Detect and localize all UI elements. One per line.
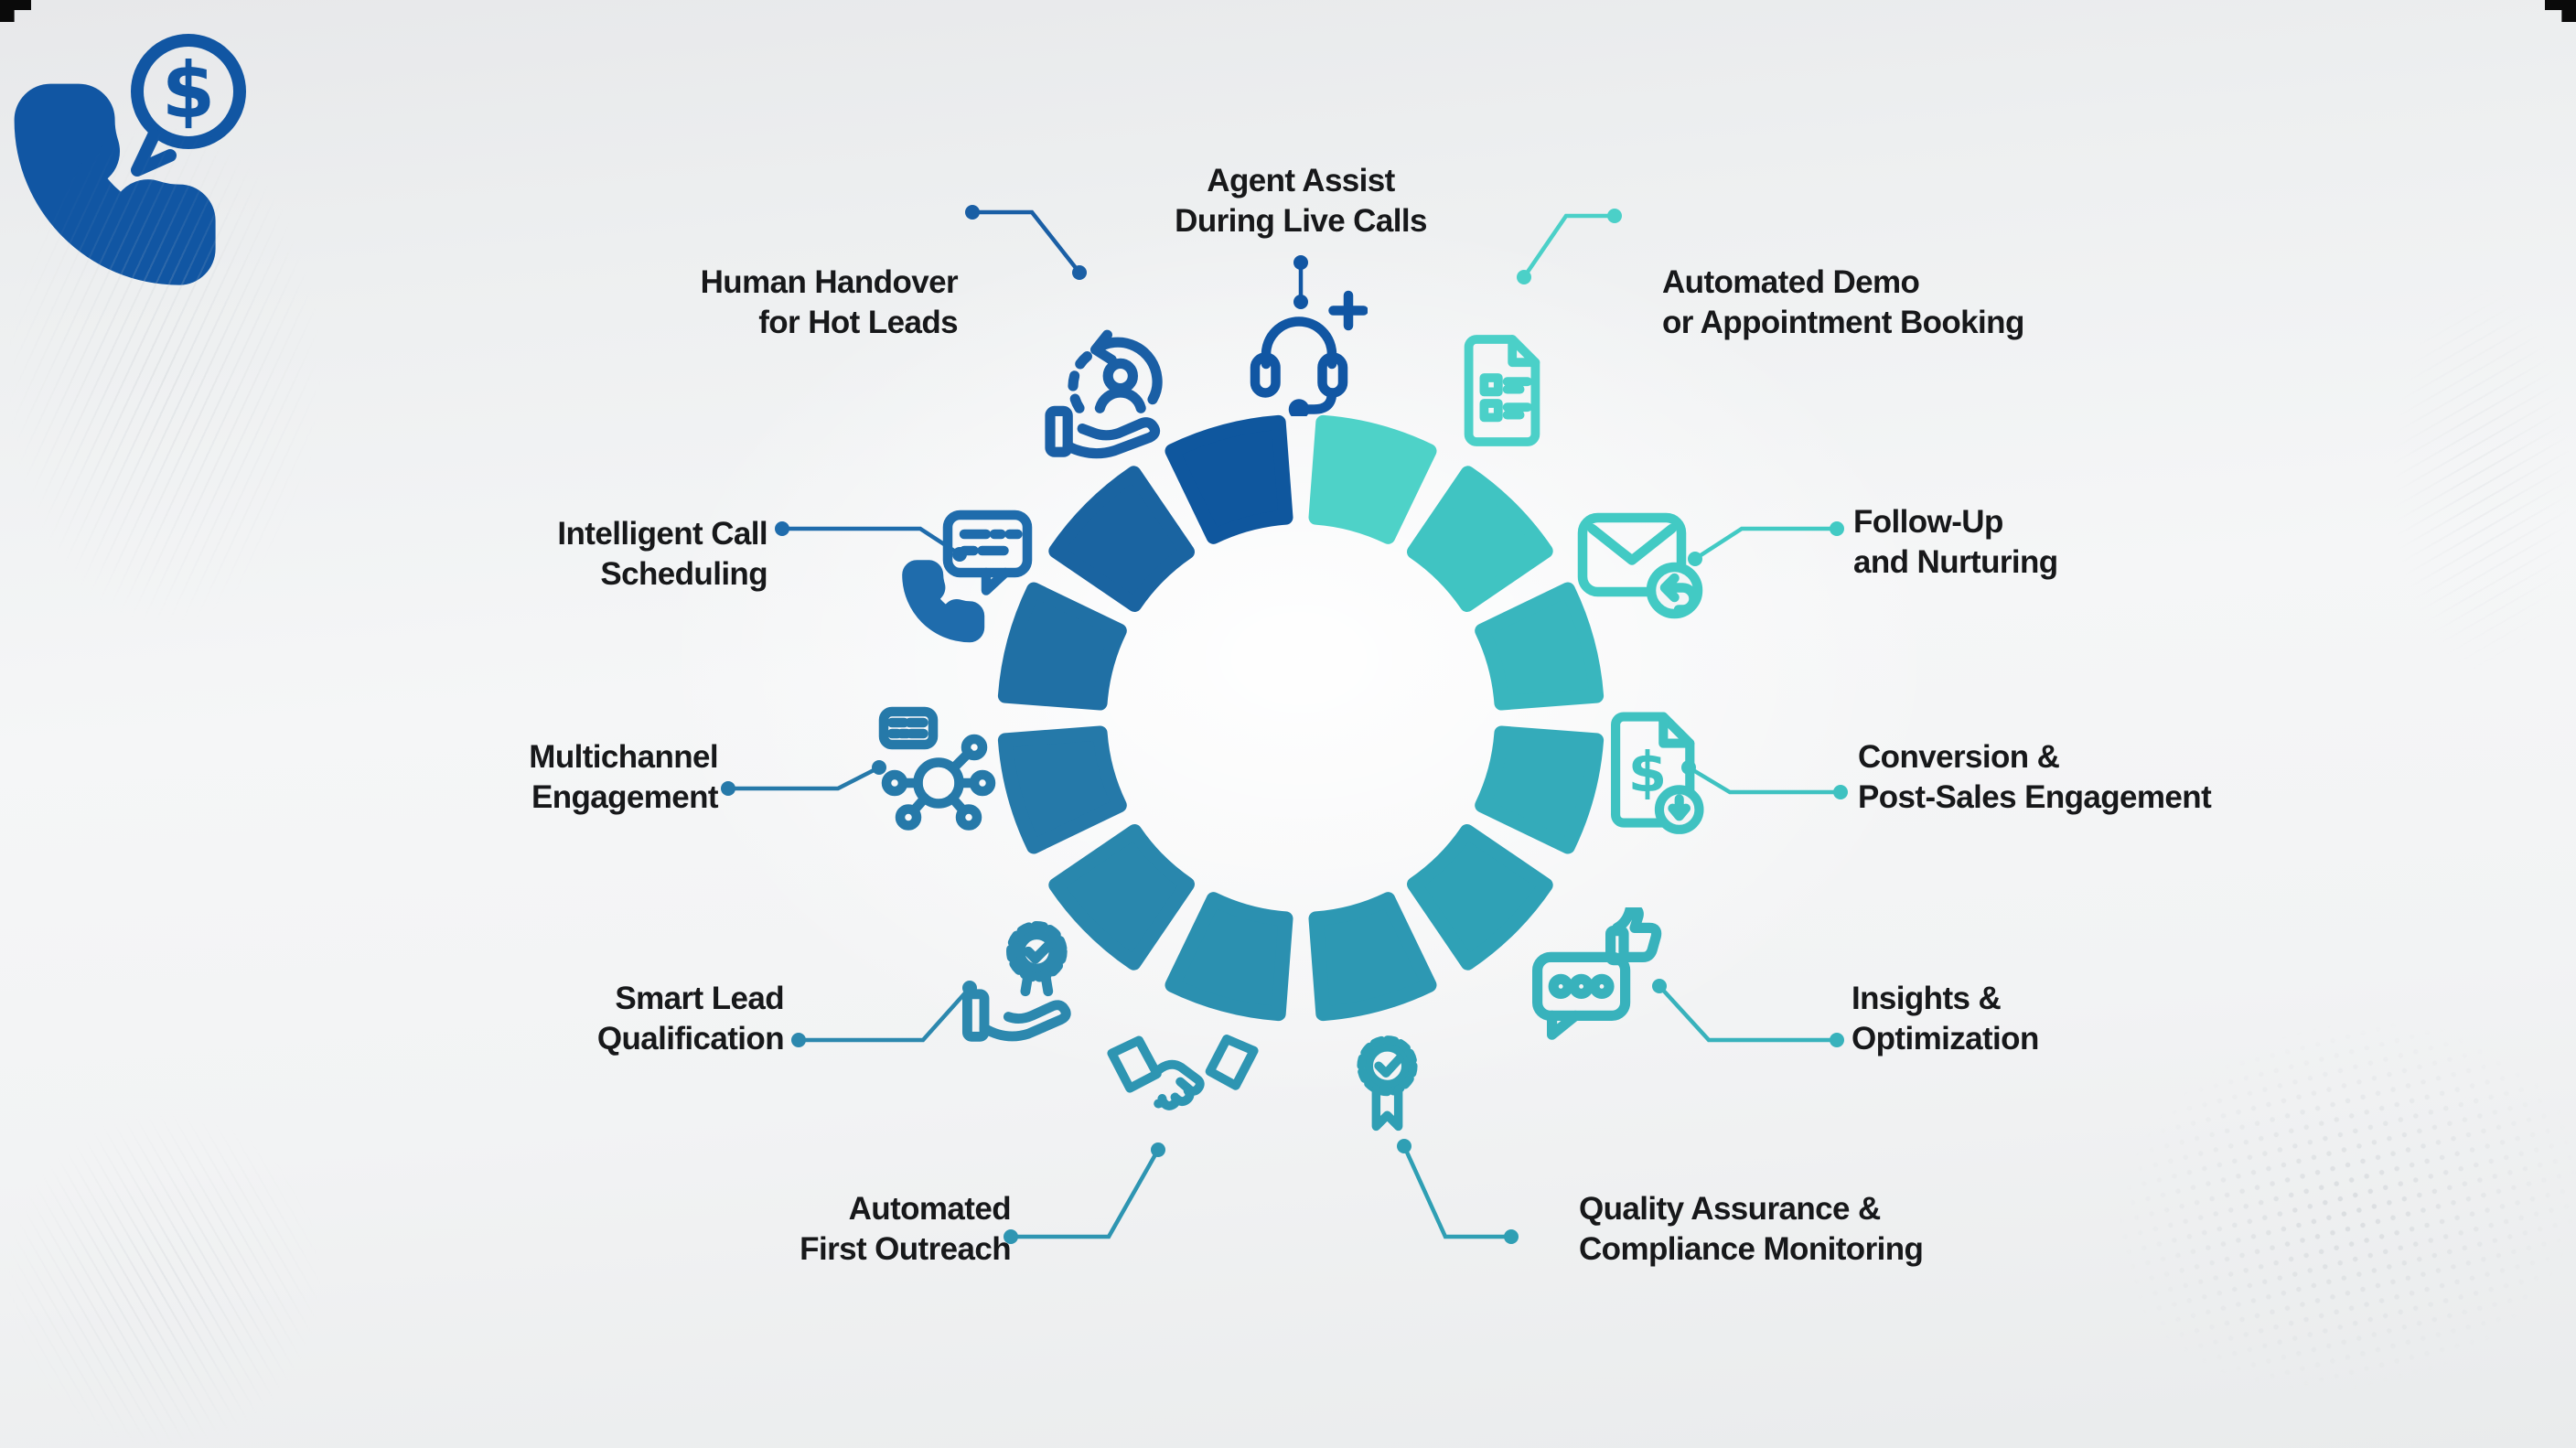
wheel-segment (1475, 725, 1605, 854)
feature-label-agent-assist: Agent Assist During Live Calls (1175, 163, 1427, 239)
wheel-segment (1165, 414, 1293, 544)
envelope-reply-icon (1577, 512, 1703, 619)
feature-wheel (997, 414, 1605, 1022)
hand-badge-icon (961, 920, 1071, 1042)
wheel-segment (1048, 824, 1195, 971)
document-checklist-icon (1464, 335, 1540, 446)
feature-label-insights: Insights & Optimization (1852, 981, 2039, 1057)
feature-label-human-handover: Human Handover for Hot Leads (700, 264, 959, 340)
wheel-segment (997, 582, 1127, 711)
phone-message-icon (902, 509, 1033, 643)
feature-label-conversion: Conversion & Post-Sales Engagement (1858, 739, 2212, 815)
handshake-icon (1107, 1035, 1259, 1110)
connector-automated-first (1004, 1142, 1165, 1244)
connector-quality (1397, 1139, 1519, 1244)
feature-label-intelligent-call: Intelligent Call Scheduling (557, 516, 767, 592)
connector-multichannel (721, 760, 886, 796)
award-ribbon-icon (1357, 1035, 1418, 1132)
connector-smart-lead (791, 981, 977, 1047)
wheel-segment (1048, 466, 1195, 612)
phone-dollar-icon: $ (14, 34, 246, 285)
chat-thumbs-up-icon (1532, 907, 1662, 1040)
connector-human-handover (965, 205, 1087, 280)
wheel-segment (1308, 892, 1437, 1022)
feature-label-quality: Quality Assurance & Compliance Monitorin… (1579, 1191, 1924, 1267)
connector-automated-demo (1517, 209, 1622, 284)
hand-person-cycle-icon (1045, 329, 1163, 459)
background-glow (393, 37, 2205, 1281)
svg-text:$: $ (162, 46, 215, 135)
feature-label-follow-up: Follow-Up and Nurturing (1853, 504, 2058, 580)
svg-text:$: $ (1628, 740, 1667, 805)
wheel-segment (1407, 466, 1553, 612)
connector-insights (1652, 979, 1844, 1047)
feature-label-multichannel: Multichannel Engagement (529, 739, 718, 815)
feature-label-automated-first: Automated First Outreach (800, 1191, 1011, 1267)
headset-sparkle-icon (1250, 290, 1368, 416)
network-hub-icon (878, 706, 996, 831)
feature-label-smart-lead: Smart Lead Qualification (596, 981, 785, 1057)
wheel-segment (1165, 892, 1293, 1022)
feature-label-automated-demo: Automated Demo or Appointment Booking (1662, 264, 2024, 340)
connector-follow-up (1688, 521, 1844, 566)
wheel-segment (1475, 582, 1605, 711)
invoice-dollar-icon: $ (1611, 712, 1704, 834)
wheel-segment (1407, 824, 1553, 971)
wheel-segment (997, 725, 1127, 854)
connector-agent-assist (1293, 255, 1308, 309)
wheel-segment (1308, 414, 1437, 544)
